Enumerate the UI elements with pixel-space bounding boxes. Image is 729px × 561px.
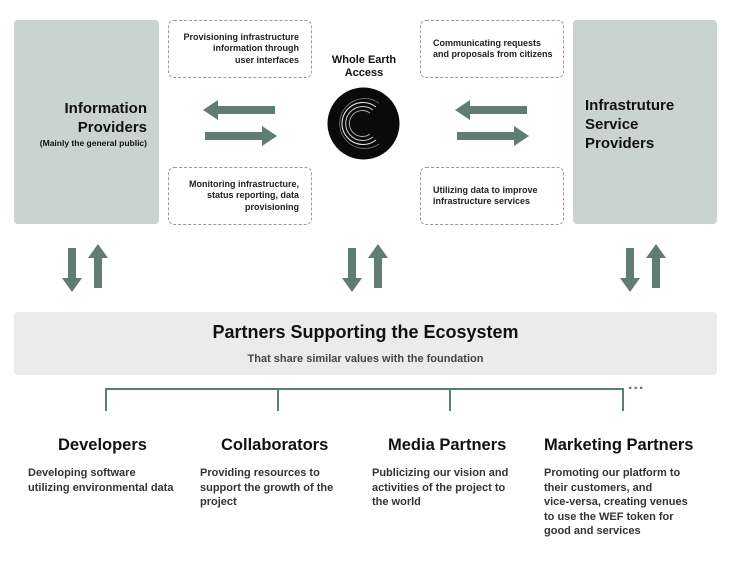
information-providers-box: Information Providers (Mainly the genera… (14, 20, 159, 224)
note-line: provisioning (245, 201, 299, 212)
information-providers-title-line1: Information (64, 100, 148, 117)
desc-line: their customers, and (544, 481, 653, 494)
desc-line: to use the WEF token for (544, 510, 674, 523)
partners-title: Partners Supporting the Ecosystem (212, 322, 519, 342)
note-line: infrastructure services (433, 196, 531, 206)
center-vertical-arrows-icon (342, 244, 388, 292)
desc-line: vice-versa, creating venues (544, 496, 688, 508)
service-providers-title: Infrastruture Service Providers (585, 96, 674, 153)
note-line: Monitoring infrastructure, (189, 178, 299, 189)
more-partners-indicator: ... (628, 376, 645, 393)
note-right-bottom: Utilizing data to improve infrastructure… (420, 167, 564, 225)
desc-line: Promoting our platform to (544, 467, 681, 479)
note-line: user interfaces (234, 54, 299, 65)
desc-line: Developing software (28, 467, 136, 479)
desc-line: Providing resources to (200, 467, 320, 479)
note-line: information through (213, 43, 299, 54)
left-exchange-arrows-icon (203, 100, 277, 146)
desc-line: the world (372, 496, 421, 508)
right-exchange-arrows-icon (455, 100, 529, 146)
desc-line: utilizing environmental data (28, 481, 174, 494)
desc-line: support the growth of the (200, 481, 334, 494)
service-providers-box: Infrastruture Service Providers (573, 20, 717, 224)
category-marketing-partners-title: Marketing Partners (544, 436, 694, 454)
desc-line: project (200, 496, 237, 508)
note-left-bottom: Monitoring infrastructure, status report… (168, 167, 312, 225)
note-left-top: Provisioning infrastructure information … (168, 20, 312, 78)
category-media-partners-desc: Publicizing our vision and activities of… (372, 466, 508, 510)
category-developers-desc: Developing software utilizing environmen… (28, 466, 173, 495)
information-providers-title: Information Providers (65, 99, 148, 137)
desc-line: activities of the project to (372, 481, 506, 494)
partners-subtitle: That share similar values with the found… (247, 353, 484, 365)
note-line: Utilizing data to improve (433, 184, 538, 195)
partners-band: Partners Supporting the Ecosystem That s… (14, 312, 717, 375)
desc-line: Publicizing our vision and (372, 467, 509, 479)
partners-tree-connector (105, 388, 624, 411)
note-right-top: Communicating requests and proposals fro… (420, 20, 564, 78)
information-providers-title-line2: Providers (77, 119, 147, 136)
note-line: status reporting, data (206, 190, 299, 201)
category-developers-title: Developers (58, 436, 147, 454)
service-providers-title-line2: Service (585, 116, 639, 133)
category-media-partners-title: Media Partners (388, 436, 507, 454)
center-title-line2: Access (344, 67, 384, 79)
whole-earth-logo-icon (327, 87, 400, 160)
center-title-line1: Whole Earth (331, 54, 397, 66)
whole-earth-access-title: Whole Earth Access (314, 54, 414, 80)
note-line: Provisioning infrastructure (183, 31, 299, 42)
note-line: and proposals from citizens (433, 49, 553, 59)
category-marketing-partners-desc: Promoting our platform to their customer… (544, 466, 688, 539)
category-collaborators-title: Collaborators (221, 436, 329, 454)
information-providers-subtitle: (Mainly the general public) (39, 138, 147, 148)
desc-line: good and services (544, 525, 641, 537)
note-line: Communicating requests (433, 37, 542, 48)
category-collaborators-desc: Providing resources to support the growt… (200, 466, 333, 510)
right-vertical-arrows-icon (620, 244, 666, 292)
service-providers-title-line3: Providers (585, 135, 655, 152)
service-providers-title-line1: Infrastruture (585, 97, 675, 114)
left-vertical-arrows-icon (62, 244, 108, 292)
